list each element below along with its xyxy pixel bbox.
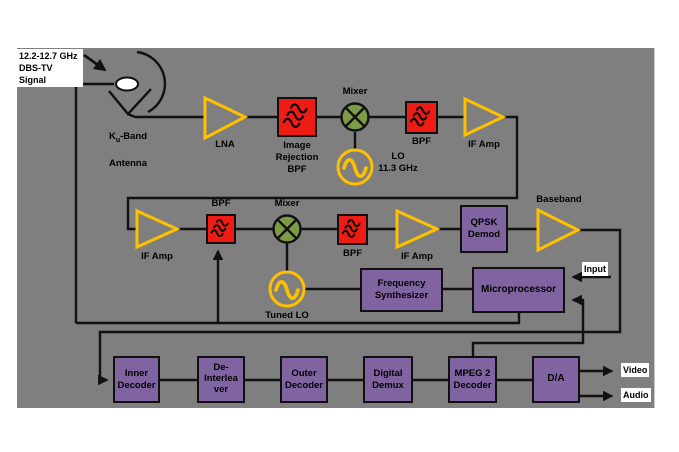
digital-demux-block: Digital Demux — [363, 356, 413, 403]
audio-output-label: Audio — [621, 388, 651, 403]
tuned-lo-oscillator-icon — [268, 270, 306, 308]
bandpass-filter-icon — [409, 106, 431, 127]
wire-baseband-innerdecoder — [98, 228, 622, 386]
baseband-amp-icon — [536, 207, 582, 253]
mixer1-icon — [340, 102, 370, 132]
bandpass-filter-icon — [210, 219, 229, 238]
satellite-dish-icon — [74, 50, 167, 323]
inner-decoder-block: Inner Decoder — [113, 356, 160, 403]
lna-amplifier-icon — [203, 95, 249, 141]
signal-callout-arrow — [83, 53, 107, 72]
lna-label: LNA — [215, 139, 235, 150]
if-amp3-icon — [395, 208, 441, 250]
frequency-synthesizer-block: Frequency Synthesizer — [360, 268, 443, 312]
signal-source-label: 12.2-12.7 GHz DBS-TV Signal — [17, 49, 83, 88]
tuned-lo-label: Tuned LO — [265, 310, 309, 321]
wire-mpeg-micro — [471, 294, 585, 356]
lo-oscillator-icon — [336, 148, 374, 186]
da-converter-block: D/A — [532, 356, 580, 403]
bpf1-block — [405, 101, 438, 134]
if-amp2-icon — [135, 208, 181, 250]
video-output-label: Video — [621, 363, 650, 378]
input-label: Input — [582, 262, 608, 277]
outer-decoder-block: Outer Decoder — [280, 356, 328, 403]
image-rejection-bpf-block — [277, 97, 317, 137]
if-amp1-icon — [463, 96, 507, 138]
bpf3-label: BPF — [343, 248, 362, 259]
bpf2-label: BPF — [211, 198, 231, 209]
image-rejection-bpf-label: Image Rejection BPF — [275, 140, 319, 176]
de-interleaver-block: De- Interlea ver — [197, 356, 245, 403]
wire-micro-agc — [76, 313, 521, 325]
bandpass-filter-icon — [341, 219, 361, 238]
mpeg2-decoder-block: MPEG 2 Decoder — [448, 356, 497, 403]
mixer2-icon — [272, 214, 302, 244]
mixer1-label: Mixer — [342, 86, 368, 97]
wire-ifamp1-ifamp2 — [126, 115, 519, 231]
if-amp3-label: IF Amp — [401, 251, 433, 262]
qpsk-demod-block: QPSK Demod — [460, 205, 508, 253]
baseband-label: Baseband — [536, 194, 582, 205]
mixer2-label: Mixer — [274, 198, 300, 209]
microprocessor-block: Microprocessor — [472, 267, 565, 313]
bpf3-block — [337, 214, 368, 245]
if-amp2-label: IF Amp — [141, 251, 173, 262]
bpf1-label: BPF — [412, 136, 431, 147]
if-amp1-label: IF Amp — [468, 139, 500, 150]
antenna-label: Ku-Band Antenna — [108, 131, 148, 170]
lo-label: LO 11.3 GHz — [378, 151, 418, 175]
bpf2-block — [206, 214, 236, 244]
bandpass-filter-icon — [282, 103, 308, 128]
